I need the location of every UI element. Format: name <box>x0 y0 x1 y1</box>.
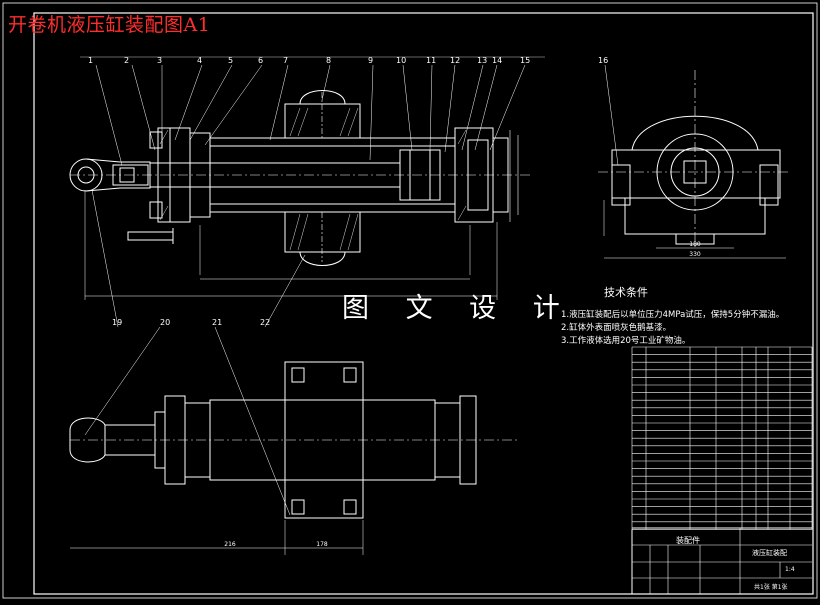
balloon-label: 8 <box>326 56 332 65</box>
balloon-label: 16 <box>598 56 609 65</box>
tech-note-3: 3.工作液体选用20号工业矿物油。 <box>561 336 691 346</box>
balloon-label: 14 <box>492 56 503 65</box>
balloon-label: 7 <box>283 56 289 65</box>
balloon-label: 4 <box>197 56 203 65</box>
title-block-drawing: 液压缸装配 <box>752 549 787 557</box>
dim-label: 216 <box>224 541 236 548</box>
tech-requirements-title: 技术条件 <box>604 286 648 299</box>
tech-note-2: 2.缸体外表面喷灰色鹅基漆。 <box>561 323 672 333</box>
balloon-label: 15 <box>520 56 531 65</box>
balloon-label: 20 <box>160 318 171 327</box>
title-block-scale: 1:4 <box>785 566 795 573</box>
parts-list-table <box>631 346 813 594</box>
title-block-name: 装配件 <box>676 536 700 545</box>
leader-lines-top <box>80 56 619 166</box>
inner-frame <box>33 12 814 595</box>
dim-label: 330 <box>689 251 701 258</box>
dim-label: 180 <box>689 241 701 248</box>
balloon-label: 3 <box>157 56 163 65</box>
balloon-label: 5 <box>228 56 234 65</box>
balloon-label: 22 <box>260 318 271 327</box>
drawing-title: 开卷机液压缸装配图A1 <box>8 14 211 36</box>
balloon-label: 9 <box>368 56 374 65</box>
tech-note-1: 1.液压缸装配后以单位压力4MPa试压，保持5分钟不漏油。 <box>561 310 785 320</box>
balloon-label: 21 <box>212 318 223 327</box>
balloon-label: 13 <box>477 56 488 65</box>
section-view <box>69 90 530 300</box>
side-view <box>598 70 790 259</box>
balloon-label: 19 <box>112 318 123 327</box>
title-block-sheet: 共1张 第1张 <box>754 584 788 591</box>
balloon-label: 10 <box>396 56 407 65</box>
dim-label: 178 <box>316 541 328 548</box>
section-hatch <box>159 107 467 251</box>
watermark-text: 图 文 设 计 <box>342 293 574 324</box>
balloon-label: 1 <box>88 56 94 65</box>
balloon-label: 11 <box>426 56 437 65</box>
balloon-label: 12 <box>450 56 461 65</box>
balloon-label: 2 <box>124 56 130 65</box>
balloon-label: 6 <box>258 56 264 65</box>
plan-view <box>69 189 520 555</box>
